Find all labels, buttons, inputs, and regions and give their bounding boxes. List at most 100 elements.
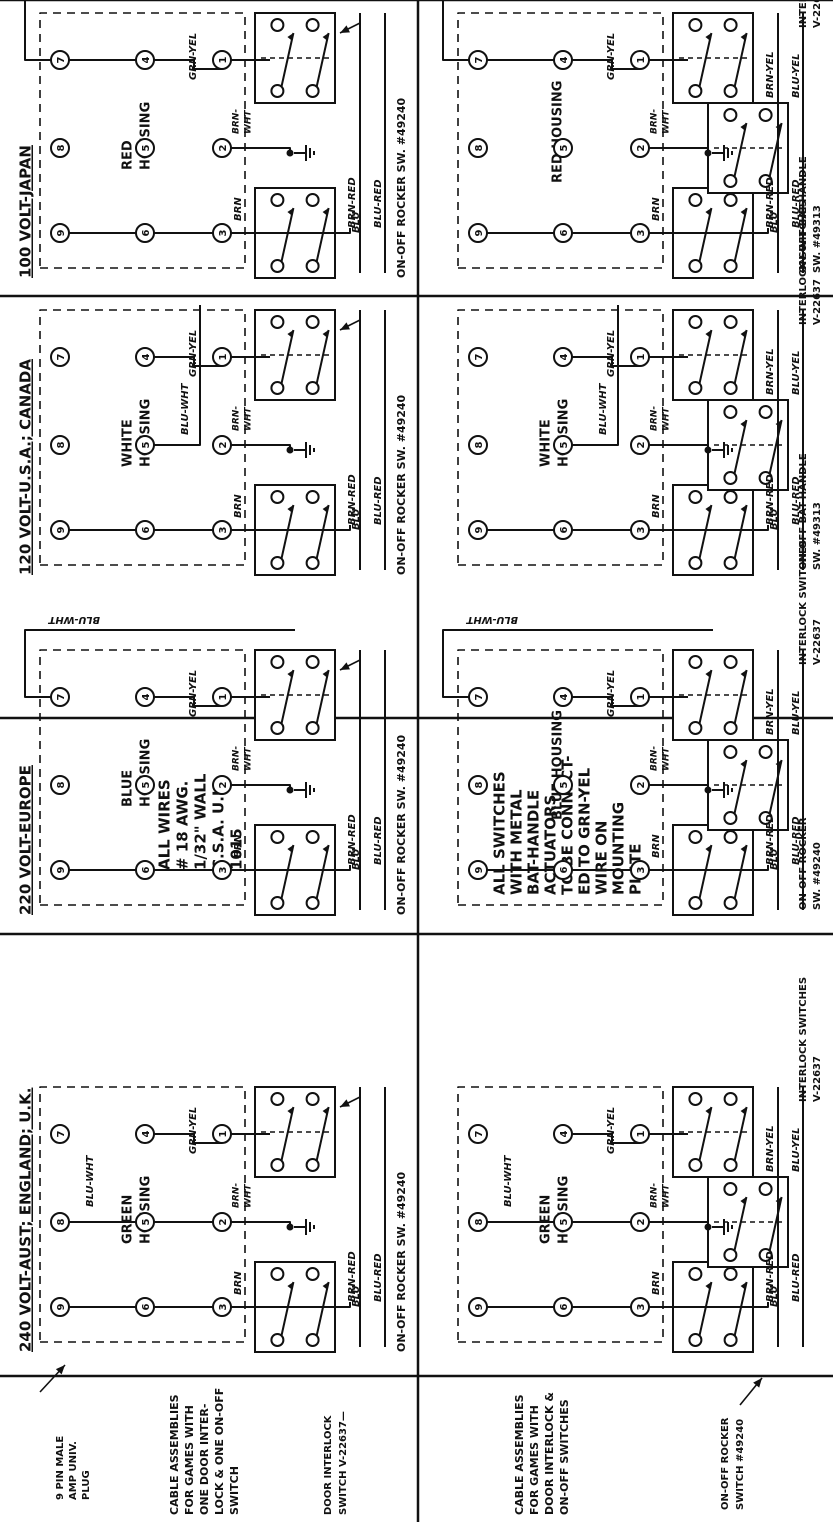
wire-label: BRN-RED <box>347 177 358 228</box>
connector-pin: 2 <box>212 775 232 795</box>
switch-body <box>672 309 754 401</box>
switch-contact <box>270 381 285 395</box>
switch-blade-arrow <box>740 123 747 131</box>
pin-number: 2 <box>636 441 647 448</box>
wire-label: BRN-RED <box>347 814 358 865</box>
wire-label: WHT <box>244 110 254 134</box>
switch-contact <box>723 174 738 188</box>
switch-contact <box>270 193 285 207</box>
switch-contact <box>305 315 320 329</box>
rocker-switch <box>672 12 754 104</box>
switches-spec-note: WITH METAL <box>508 789 526 895</box>
connector-pin: 2 <box>630 138 650 158</box>
switch-contact <box>723 655 738 669</box>
pin-circle <box>135 50 155 70</box>
switch-blade <box>280 1106 295 1162</box>
switch-contact <box>723 721 738 735</box>
switch-blade-arrow <box>705 33 712 41</box>
housing-outline <box>457 309 664 566</box>
switch-contact <box>270 84 285 98</box>
wire-label: BRN-YEL <box>765 688 776 735</box>
pin-circle <box>50 347 70 367</box>
wire-label: BRN- <box>232 1183 242 1208</box>
connector-pin: 1 <box>212 1124 232 1144</box>
wire-label: GRN-YEL <box>606 330 617 377</box>
voltage-title: 100 VOLT-JAPAN <box>17 145 35 278</box>
connector-pin: 6 <box>135 223 155 243</box>
switch-blade <box>733 329 748 385</box>
junction-dot <box>704 786 712 794</box>
pin-circle <box>50 50 70 70</box>
switch-contact <box>688 556 703 570</box>
pin-circle <box>212 1212 232 1232</box>
switch-blade-arrow <box>740 1197 747 1205</box>
switch-contact <box>270 259 285 273</box>
switch-contact <box>305 490 320 504</box>
wire-label: BLU-YEL <box>791 53 802 98</box>
connector-pin: 2 <box>630 1212 650 1232</box>
pin-number: 7 <box>474 353 485 360</box>
switch-blade <box>698 844 713 900</box>
connector-pin: 3 <box>630 223 650 243</box>
wire-label: GRN-YEL <box>188 330 199 377</box>
switch-blade <box>733 759 748 815</box>
wire-label: BRN <box>233 494 244 518</box>
connector-pin: 8 <box>50 775 70 795</box>
rocker-switch <box>254 12 336 104</box>
connector-pin: 8 <box>50 138 70 158</box>
connector-pin: 7 <box>468 347 488 367</box>
switch-contact <box>723 811 738 825</box>
pin-number: 5 <box>141 781 152 788</box>
switch-blade <box>733 32 748 88</box>
rocker-switch-label: ON-OFF ROCKER SW. #49240 <box>395 394 408 575</box>
ground-symbol <box>704 782 733 798</box>
pin-circle <box>50 1212 70 1232</box>
wire-label: BLU-WHT <box>180 382 191 435</box>
connector-pin: 8 <box>50 1212 70 1232</box>
pin-number: 7 <box>56 56 67 63</box>
pin-number: 3 <box>218 526 229 533</box>
switch-contact <box>723 1248 738 1262</box>
wire-label: BLU-WHT <box>503 1154 514 1207</box>
housing-label: GREEN <box>539 1195 554 1244</box>
switch-blade <box>698 32 713 88</box>
switch-blade-arrow <box>705 330 712 338</box>
switch-contact <box>758 745 773 759</box>
wire-label: WHT <box>244 1184 254 1208</box>
switch-contact <box>270 1333 285 1347</box>
pin-number: 2 <box>636 144 647 151</box>
switch-contact <box>305 655 320 669</box>
switch-contact <box>758 1182 773 1196</box>
pin-number: 3 <box>218 229 229 236</box>
connector-pin: 5 <box>135 138 155 158</box>
wire-label: BLU-RED <box>373 1253 384 1302</box>
interlock-switch-label: V-22637 <box>812 0 823 28</box>
switch-blade-arrow <box>740 420 747 428</box>
pin-circle <box>468 138 488 158</box>
rocker-switch <box>672 649 754 741</box>
ground-symbol <box>286 442 315 458</box>
assembly-note: SWITCH <box>228 1466 241 1515</box>
wire-grn-yel <box>154 1133 222 1144</box>
switch-blade <box>280 1281 295 1337</box>
pointer-arrow <box>339 22 361 34</box>
switch-contact <box>723 1158 738 1172</box>
switch-blade-arrow <box>322 1282 329 1290</box>
switch-blade <box>698 504 713 560</box>
wire-label: GRN-YEL <box>188 1107 199 1154</box>
pin-circle <box>212 223 232 243</box>
connector-pin: 5 <box>135 775 155 795</box>
pin-circle <box>212 520 232 540</box>
pin-circle <box>212 138 232 158</box>
door-interlock-note: SWITCH V-22637— <box>338 1411 349 1515</box>
connector-pin: 8 <box>468 138 488 158</box>
pin-circle <box>212 50 232 70</box>
pin-circle <box>553 775 573 795</box>
junction-dot <box>704 446 712 454</box>
connector-pin: 4 <box>135 347 155 367</box>
switch-contact <box>270 721 285 735</box>
assembly-note: CABLE ASSEMBLIES <box>513 1394 526 1515</box>
junction-dot <box>286 1223 294 1231</box>
interlock-switch-label: V-22637 <box>812 619 823 665</box>
wire-label: BLU-WHT <box>47 614 100 625</box>
